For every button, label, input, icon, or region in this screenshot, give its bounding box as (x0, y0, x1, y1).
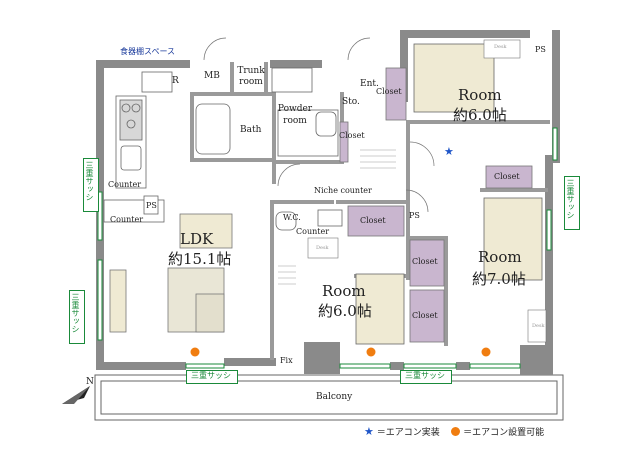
mb-label: MB (204, 71, 220, 81)
sash-label-left-upper: 三重サッシ (85, 161, 94, 201)
ps-label-kitchen: PS (146, 201, 157, 210)
counter-label-kitchen: Counter (108, 180, 142, 189)
room2-label: Room (478, 248, 522, 266)
legend: ★ ＝エアコン実装 ＝エアコン設置可能 (364, 425, 544, 438)
trunk-room-label: Trunk room (237, 66, 265, 87)
cupboard-space-label: 食器棚スペース (120, 47, 176, 56)
sash-label-right: 三重サッシ (566, 179, 575, 219)
sash-label-bottom-right: 三重サッシ (405, 371, 445, 380)
entrance-label: Ent. (360, 79, 379, 89)
sash-tag-left-upper (83, 158, 99, 212)
niche-counter-label: Niche counter (314, 186, 372, 195)
closet-label-room3-b: Closet (412, 311, 438, 320)
desks (307, 39, 547, 343)
bath-fixtures (195, 67, 343, 231)
desk-label-room3: Desk (316, 245, 329, 251)
desk-label-room1: Desk (494, 44, 507, 50)
wc-label: W.C. (283, 213, 301, 222)
sash-tag-left-lower (69, 290, 85, 344)
powder-room-label: Powder room (277, 104, 313, 126)
legend-installed-text: ＝エアコン実装 (376, 428, 440, 438)
aircon-installed-star-icon: ★ (444, 145, 454, 158)
beds (355, 43, 543, 345)
fix-label: Fix (280, 356, 293, 365)
room3-label: Room (322, 282, 366, 300)
balcony-label: Balcony (316, 392, 353, 402)
ldk-furniture (109, 213, 233, 333)
legend-star-icon: ★ (364, 425, 374, 438)
storage-label: Sto. (342, 97, 360, 107)
sash-windows (97, 127, 558, 369)
bath-label: Bath (240, 125, 262, 135)
room2-size: 約7.0帖 (472, 270, 526, 288)
sash-tag-right (564, 176, 580, 230)
sash-label-left-lower: 三重サッシ (71, 293, 80, 333)
compass-icon (62, 386, 90, 404)
closets (339, 67, 533, 343)
closet-label-room3-a: Closet (412, 257, 438, 266)
r-label: R (172, 76, 179, 86)
closet-label-entrance: Closet (376, 87, 402, 96)
ldk-label: LDK (180, 230, 214, 248)
room3-size: 約6.0帖 (318, 302, 372, 320)
compass-north-label: N (86, 377, 94, 387)
sash-tag-bottom-left (186, 370, 238, 384)
doors (203, 37, 435, 213)
room1-size: 約6.0帖 (453, 106, 507, 124)
aircon-markers (190, 347, 491, 357)
kitchen (103, 71, 173, 223)
desk-label-room2: Desk (532, 323, 545, 329)
counter-label-wc: Counter (296, 227, 330, 236)
closet-label-hall: Closet (360, 216, 386, 225)
legend-dot-icon (451, 427, 461, 436)
ps-label-hall: PS (409, 211, 420, 220)
sash-tag-bottom-right (400, 370, 452, 384)
room1-label: Room (458, 86, 502, 104)
ps-label-room1: PS (535, 45, 546, 54)
sash-label-bottom-left: 三重サッシ (191, 371, 231, 380)
ldk-size: 約15.1帖 (168, 250, 232, 268)
counter-label-lower: Counter (110, 215, 144, 224)
closet-label-bath: Closet (339, 131, 365, 140)
hall-hatching (278, 149, 396, 285)
closet-label-room2: Closet (494, 172, 520, 181)
legend-possible-text: ＝エアコン設置可能 (463, 428, 545, 438)
balcony-outline (94, 374, 564, 421)
